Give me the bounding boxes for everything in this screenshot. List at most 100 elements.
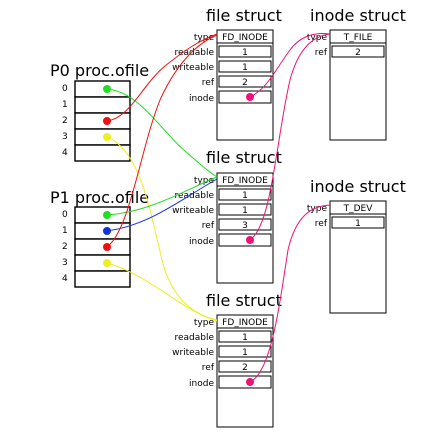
file-1-type-value: FD_INODE [222, 33, 268, 43]
p1-ofile-table [74, 206, 131, 288]
inode-2-type-label: type [307, 204, 328, 214]
file-struct-title-2: file struct [206, 148, 282, 167]
pointer-arrows [106, 33, 331, 383]
file-3-type-label: type [194, 318, 215, 328]
file-struct-1-ref-cell [218, 75, 272, 88]
file-struct-2-inode-cell [218, 233, 272, 247]
inode-struct-title-2: inode struct [310, 177, 406, 196]
file-1-ref-value: 2 [242, 78, 248, 88]
p1-slot-4[interactable] [74, 270, 131, 288]
file1-inode-pointer-dot [246, 93, 254, 101]
inode-2-type-value: T_DEV [343, 204, 374, 214]
p0-label: P0 proc.ofile [50, 61, 149, 80]
p1-slot2-to-file1-arrow [106, 34, 218, 248]
file-3-readable-value: 1 [242, 333, 248, 343]
p0-slot-0[interactable] [74, 80, 131, 98]
p1-slot-0[interactable] [74, 206, 131, 224]
p0-slot3-to-file3-arrow [106, 136, 218, 321]
file-struct-1-type-cell [216, 29, 274, 44]
p0-slot-2[interactable] [74, 112, 131, 130]
file-1-inode-label: inode [189, 94, 214, 104]
file-struct-2-readable-cell [218, 188, 272, 201]
file-2-ref-label: ref [202, 221, 215, 231]
file-2-type-label: type [194, 176, 215, 186]
file-2-writeable-label: writeable [172, 206, 214, 216]
file-struct-1-writeable-cell [218, 60, 272, 73]
p0-slot-4[interactable] [74, 144, 131, 162]
file-struct-1-inode-cell [218, 90, 272, 104]
p0-index-0: 0 [62, 84, 68, 94]
file-2-ref-value: 3 [242, 221, 248, 231]
p0-index-3: 3 [62, 132, 68, 142]
file-3-inode-label: inode [189, 379, 214, 389]
file-3-type-value: FD_INODE [222, 318, 268, 328]
inode-struct-2 [329, 200, 387, 314]
file-struct-3-readable-cell [218, 330, 272, 343]
file-3-readable-label: readable [174, 333, 214, 343]
p0-slot-3[interactable] [74, 128, 131, 146]
p1-index-1: 1 [62, 226, 68, 236]
file-struct-title-1: file struct [206, 6, 282, 25]
p0-index-2: 2 [62, 116, 68, 126]
inode-1-type-value: T_FILE [343, 33, 373, 43]
file2-to-inode1-arrow [249, 33, 331, 241]
file-2-readable-label: readable [174, 191, 214, 201]
p0-index-1: 1 [62, 100, 68, 110]
inode-2-ref-label: ref [315, 219, 328, 229]
inode-1-ref-value: 2 [355, 48, 361, 58]
p1-index-2: 2 [62, 242, 68, 252]
file-1-writeable-value: 1 [242, 63, 248, 73]
file-struct-2 [216, 172, 274, 284]
file-struct-2-ref-cell [218, 218, 272, 231]
file-1-writeable-label: writeable [172, 63, 214, 73]
p1-slot1-pointer-dot [103, 227, 111, 235]
file-struct-3-writeable-cell [218, 345, 272, 358]
file-struct-3-inode-cell [218, 375, 272, 389]
inode-1-ref-label: ref [315, 48, 328, 58]
file-struct-1 [216, 29, 274, 141]
inode-struct-2-ref-cell [331, 216, 385, 229]
p1-slot0-to-file2-arrow [106, 176, 218, 216]
p0-slot2-to-file1-arrow [106, 33, 218, 122]
file-1-readable-value: 1 [242, 48, 248, 58]
p0-slot1-pointer-dot [103, 85, 111, 93]
inode-struct-1 [329, 29, 387, 141]
inode-2-ref-value: 1 [355, 219, 361, 229]
p1-label: P1 proc.ofile [50, 188, 149, 207]
file-1-readable-label: readable [174, 48, 214, 58]
p0-slot-1[interactable] [74, 96, 131, 114]
file-3-ref-value: 2 [242, 363, 248, 373]
file-struct-2-writeable-cell [218, 203, 272, 216]
p1-slot-2[interactable] [74, 238, 131, 256]
file-2-readable-value: 1 [242, 191, 248, 201]
file-2-inode-label: inode [189, 237, 214, 247]
p1-slot1-to-file2-arrow [106, 178, 218, 232]
file1-to-inode1-arrow [249, 33, 331, 98]
file3-inode-pointer-dot [246, 378, 254, 386]
inode-struct-2-type-cell [329, 200, 387, 215]
p0-ofile-table [74, 80, 131, 162]
file-struct-3-type-cell [216, 314, 274, 329]
file2-inode-pointer-dot [246, 236, 254, 244]
p1-slot3-to-file3-arrow [106, 262, 218, 322]
file-3-writeable-label: writeable [172, 348, 214, 358]
file-3-writeable-value: 1 [242, 348, 248, 358]
file-1-type-label: type [194, 33, 215, 43]
p1-index-3: 3 [62, 258, 68, 268]
inode-struct-1-ref-cell [331, 45, 385, 58]
p0-slot2-pointer-dot [103, 117, 111, 125]
p1-index-4: 4 [62, 274, 68, 284]
file-struct-3 [216, 314, 274, 428]
file-struct-3-ref-cell [218, 360, 272, 373]
file3-to-inode2-arrow [249, 204, 331, 383]
inode-struct-title-1: inode struct [310, 6, 406, 25]
file-2-type-value: FD_INODE [222, 176, 268, 186]
inode-struct-1-type-cell [329, 29, 387, 44]
file-struct-1-readable-cell [218, 45, 272, 58]
p0-index-4: 4 [62, 148, 68, 158]
file-2-writeable-value: 1 [242, 206, 248, 216]
file-struct-title-3: file struct [206, 291, 282, 310]
p1-slot0-pointer-dot [103, 211, 111, 219]
p1-slot2-pointer-dot [103, 243, 111, 251]
